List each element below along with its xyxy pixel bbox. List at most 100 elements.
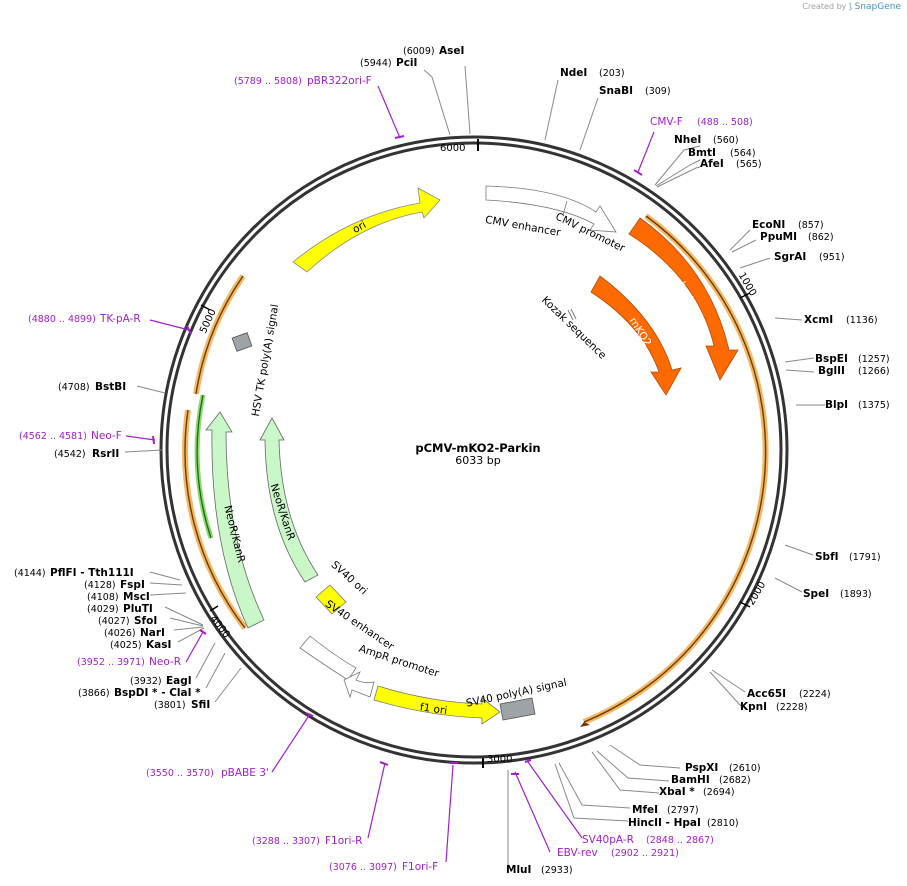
site-name-kpni: KpnI [740,701,767,713]
primer-range-ebv-rev: (2902 .. 2921) [611,848,679,859]
feature-label-ori: ori [351,219,369,236]
site-name-sfoi: SfoI [134,615,157,627]
site-pos-econi: (857) [798,220,824,231]
site-pos-ppumi: (862) [808,232,834,243]
site-name-rsrii: RsrII [92,448,119,460]
primer-name-sv40pa-r: SV40pA-R [582,834,634,846]
site-name-sgrai: SgrAI [774,251,806,263]
site-name-asei: AseI [439,45,464,57]
site-name-xbai: XbaI * [659,786,695,798]
feature-mko2[interactable]: mKO2 [590,275,682,396]
site-name-pspxi: PspXI [685,762,718,774]
site-name-ndei: NdeI [560,67,587,79]
primer-range-f1ori-f: (3076 .. 3097) [329,862,397,873]
feature-ampr-promoter[interactable]: AmpR promoter [343,643,441,699]
site-pos-sbfi: (1791) [849,552,881,563]
site-pos-xbai: (2694) [703,787,735,798]
site-name-nhei: NheI [674,134,701,146]
site-labels: (6009) AseI (5944) PciI NdeI (203) SnaBI… [14,45,890,876]
primer-name-neo-f: Neo-F [91,430,122,442]
snapgene-brand: SnapGene [854,2,901,12]
site-pos-kpni: (2228) [776,702,808,713]
site-name-snabi: SnaBI [599,85,633,97]
primer-range-neo-f: (4562 .. 4581) [19,431,87,442]
feature-label-hsv-tk-polya: HSV TK poly(A) signal [250,303,282,417]
site-name-mfei: MfeI [632,804,658,816]
site-name-bspei: BspEI [815,353,848,365]
plasmid-size: 6033 bp [455,454,500,467]
site-pos-hincii-hpai: (2810) [707,818,739,829]
created-by-text: Created by [802,2,847,11]
site-name-xcmi: XcmI [804,314,833,326]
site-pos-mlui: (2933) [541,865,573,876]
site-pos-asei: (6009) [403,46,435,57]
primer-name-pbabe-3: pBABE 3' [221,767,269,779]
site-name-pluti: PluTI [123,603,153,615]
site-name-spei: SpeI [803,588,829,600]
primer-name-ebv-rev: EBV-rev [557,847,598,859]
site-pos-bamhi: (2682) [719,775,751,786]
site-name-afei: AfeI [700,158,724,170]
site-name-sfii: SfiI [191,699,210,711]
site-pos-ndei: (203) [599,68,625,79]
site-name-bspdi-clai: BspDI * - ClaI * [114,687,201,699]
primer-labels: (5789 .. 5808) pBR322ori-F CMV-F (488 ..… [19,75,753,873]
feature-kozak[interactable]: Kozak sequence [539,294,608,362]
primer-range-f1ori-r: (3288 .. 3307) [252,836,320,847]
feature-hsv-tk-polya[interactable]: HSV TK poly(A) signal [231,303,282,417]
tick-label-6000: 6000 [440,143,465,154]
site-pos-pflfi-tth111i: (4144) [14,568,46,579]
snapgene-logo-icon: ⟆ [848,2,853,11]
feature-neor-kanr-outer[interactable]: NeoR/KanR [205,411,265,629]
feature-neor-kanr-inner[interactable]: NeoR/KanR [259,417,319,583]
tick-label-3000: 3000 [487,754,512,765]
primer-range-sv40pa-r: (2848 .. 2867) [646,835,714,846]
primer-range-pbr322ori-f: (5789 .. 5808) [234,76,302,87]
feature-sv40-enhancer[interactable]: SV40 enhancer [299,598,397,681]
site-pos-mfei: (2797) [667,805,699,816]
tick-4000 [209,605,219,612]
site-pos-bspei: (1257) [858,354,890,365]
site-pos-afei: (565) [736,159,762,170]
tick-5000 [200,304,211,311]
feature-ori[interactable]: ori [292,187,441,273]
primer-name-f1ori-f: F1ori-F [402,861,438,873]
site-pos-pspxi: (2610) [729,763,761,774]
site-name-eagi: EagI [166,675,192,687]
site-name-hincii-hpai: HincII - HpaI [628,817,701,829]
site-pos-xcmi: (1136) [846,315,878,326]
feature-label-f1-ori: f1 ori [419,701,448,717]
primer-name-pbr322ori-f: pBR322ori-F [307,75,372,87]
site-pos-kasi: (4025) [110,640,142,651]
primer-name-tk-pa-r: TK-pA-R [99,313,141,325]
feature-label-cmv-enhancer: CMV enhancer [484,214,562,239]
site-pos-nari: (4026) [104,628,136,639]
site-pos-pluti: (4029) [87,604,119,615]
site-pos-sgrai: (951) [819,252,845,263]
site-pos-blpi: (1375) [858,400,890,411]
feature-label-ampr-promoter: AmpR promoter [357,643,441,680]
site-pos-acc65i: (2224) [799,689,831,700]
site-name-bglii: BglII [818,365,845,377]
site-pos-spei: (1893) [840,589,872,600]
site-pos-msci: (4108) [87,592,119,603]
site-leader-lines [124,65,825,868]
site-pos-pcii: (5944) [360,58,392,69]
primer-range-cmv-f: (488 .. 508) [697,117,753,128]
feature-f1-ori[interactable]: f1 ori [373,685,501,725]
site-pos-fspi: (4128) [84,580,116,591]
site-pos-sfii: (3801) [154,700,186,711]
site-name-acc65i: Acc65I [747,688,786,700]
site-name-sbfi: SbfI [815,551,839,563]
site-name-pflfi-tth111i: PflFI - Tth111I [50,567,134,579]
site-name-pcii: PciI [396,57,417,69]
primer-markers [125,85,655,863]
site-pos-sfoi: (4027) [98,616,130,627]
primer-range-neo-r: (3952 .. 3971) [77,657,145,668]
site-pos-bspdi-clai: (3866) [78,688,110,699]
primer-range-tk-pa-r: (4880 .. 4899) [28,314,96,325]
feature-label-kozak: Kozak sequence [539,294,608,362]
feature-cmv-enhancer-promoter[interactable]: CMV enhancer CMV promoter [484,185,627,255]
site-name-bmti: BmtI [688,147,716,159]
